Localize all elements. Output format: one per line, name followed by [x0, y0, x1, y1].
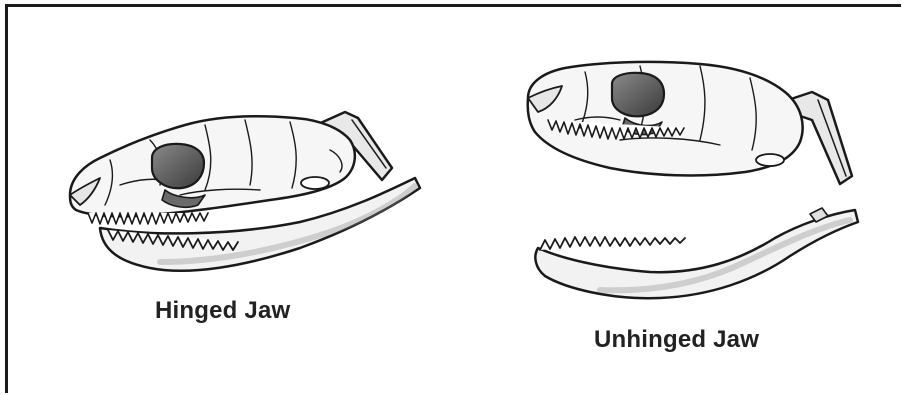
hinged-skull	[70, 112, 420, 271]
unhinged-skull	[528, 62, 858, 298]
caption-hinged-jaw: Hinged Jaw	[155, 297, 290, 325]
hinged-upper-teeth	[88, 213, 208, 224]
unhinged-orbit	[612, 73, 664, 116]
unhinged-lower-jaw	[535, 210, 858, 298]
unhinged-lower-teeth	[540, 237, 685, 250]
hinged-orbit	[152, 144, 204, 188]
caption-unhinged-jaw: Unhinged Jaw	[594, 326, 759, 354]
hinged-cranium	[70, 116, 355, 216]
